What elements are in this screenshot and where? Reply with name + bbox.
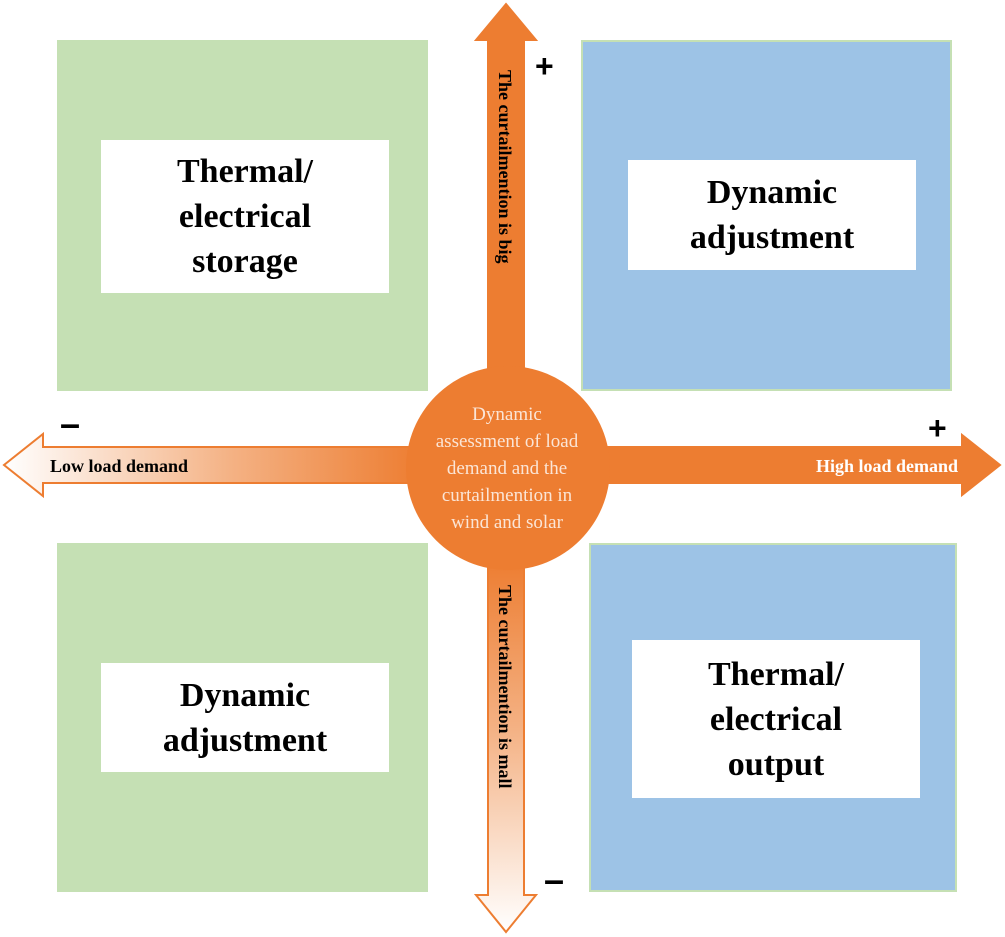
arrow-right bbox=[589, 432, 1002, 498]
plus-sign-top: + bbox=[535, 48, 554, 84]
label-box-top-right: Dynamic adjustment bbox=[628, 160, 916, 270]
label-bottom-left: Dynamic adjustment bbox=[162, 676, 328, 759]
center-text-4: curtailmention in bbox=[442, 485, 573, 506]
label-box-bottom-right: Thermal/ electrical output bbox=[632, 640, 920, 798]
label-top-left: Thermal/ electrical storage bbox=[177, 153, 313, 280]
center-circle bbox=[406, 366, 610, 570]
arrow-down bbox=[473, 559, 539, 934]
center-text-3: demand and the bbox=[447, 458, 567, 479]
arrow-up bbox=[473, 2, 539, 401]
center-text-5: wind and solar bbox=[451, 512, 564, 533]
x-axis-right-label: High load demand bbox=[816, 456, 958, 476]
label-top-right: Dynamic adjustment bbox=[689, 174, 855, 256]
label-box-bottom-left: Dynamic adjustment bbox=[101, 663, 389, 772]
label-box-top-left: Thermal/ electrical storage bbox=[101, 140, 389, 293]
y-axis-down-label: The curtailmention is mall bbox=[495, 585, 515, 789]
label-bottom-right: Thermal/ electrical output bbox=[708, 655, 844, 783]
center-text-1: Dynamic bbox=[472, 404, 542, 425]
x-axis-left-label: Low load demand bbox=[50, 456, 188, 476]
y-axis-up-label: The curtailmention is big bbox=[495, 70, 515, 264]
minus-sign-bottom: – bbox=[544, 859, 565, 900]
minus-sign-left: – bbox=[60, 403, 81, 444]
center-text-2: assessment of load bbox=[436, 431, 579, 452]
plus-sign-right: + bbox=[928, 410, 947, 446]
arrow-left bbox=[2, 431, 421, 499]
